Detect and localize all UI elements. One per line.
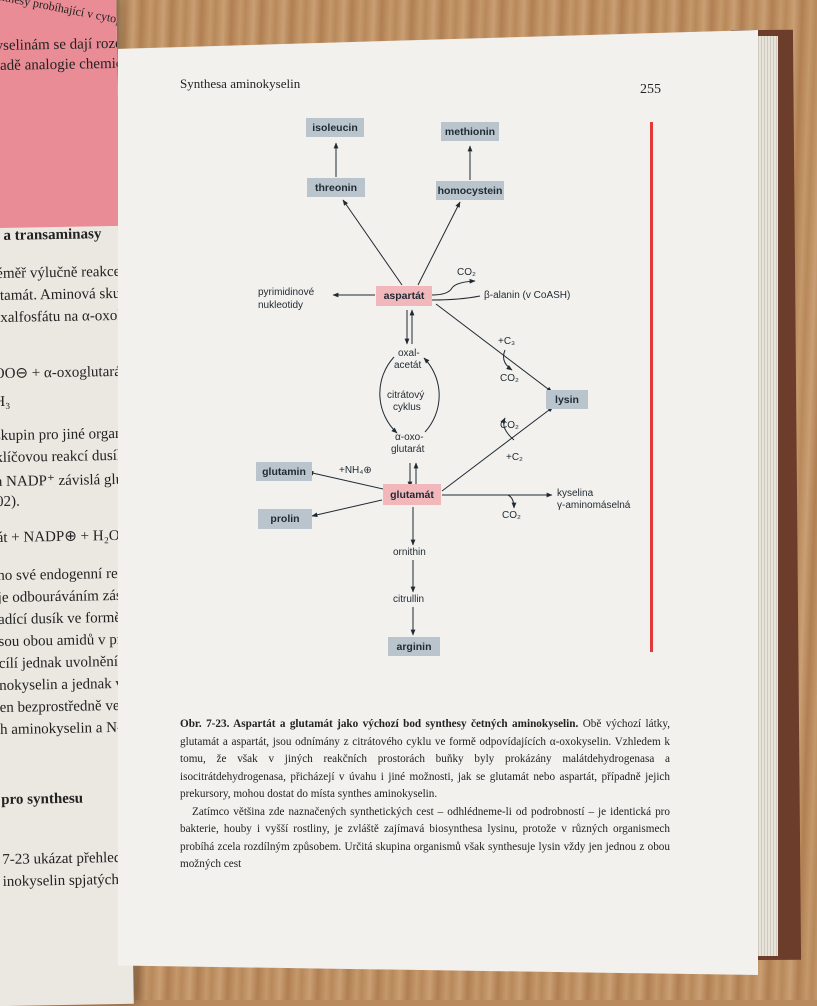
isoleucin-box: isoleucin <box>306 118 364 137</box>
oxalacetat-label-2: acetát <box>394 360 422 371</box>
pyrimidine-label-2: nukleotidy <box>258 300 304 311</box>
plus-c2-label: +C₂ <box>506 452 523 463</box>
red-margin-line <box>650 122 653 652</box>
arginin-box: arginin <box>388 637 440 656</box>
homocystein-box: homocystein <box>436 181 504 200</box>
page-number: 255 <box>640 82 661 97</box>
ornithin-label: ornithin <box>393 547 426 558</box>
gaba-label-2: γ-aminomáselná <box>557 500 631 511</box>
citrullin-label: citrullin <box>393 594 425 605</box>
oxoglutarat-label-2: glutarát <box>391 444 425 455</box>
plus-c3-label: +C₃ <box>498 336 516 347</box>
lysin-box: lysin <box>546 390 588 409</box>
co2-label-c2: CO₂ <box>500 420 519 431</box>
figure-caption: Obr. 7-23. Aspartát a glutamát jako vých… <box>180 716 670 874</box>
pyrimidine-label-1: pyrimidinové <box>258 287 315 298</box>
oxalacetat-label-1: oxal- <box>398 348 420 359</box>
running-header: Synthesa aminokyselin <box>180 76 301 91</box>
aspartat-box: aspartát <box>376 286 432 306</box>
caption-paragraph-2: Zatímco většina zde naznačených syntheti… <box>180 805 670 871</box>
citrate-cycle-label-1: citrátový <box>387 390 425 401</box>
caption-paragraph-1: Obě výchozí látky, glutamát a aspartát, … <box>180 718 670 800</box>
co2-label-aspartat: CO₂ <box>457 267 476 278</box>
co2-label-c3: CO₂ <box>500 373 519 384</box>
beta-alanin-label: β-alanin (v CoASH) <box>484 290 571 301</box>
prolin-box: prolin <box>258 509 312 529</box>
gaba-label-1: kyselina <box>557 488 594 499</box>
ammonium-label: +NH₄⊕ <box>339 465 372 476</box>
figure-label: Obr. 7-23. Aspartát a glutamát jako vých… <box>180 718 579 730</box>
citrate-cycle-label-2: cyklus <box>393 402 421 413</box>
threonin-box: threonin <box>307 178 365 197</box>
methionin-box: methionin <box>441 122 499 141</box>
glutamat-box: glutamát <box>383 484 441 505</box>
glutamin-box: glutamin <box>256 462 312 481</box>
co2-label-gaba: CO₂ <box>502 510 521 521</box>
oxoglutarat-label-1: α-oxo- <box>395 432 424 443</box>
